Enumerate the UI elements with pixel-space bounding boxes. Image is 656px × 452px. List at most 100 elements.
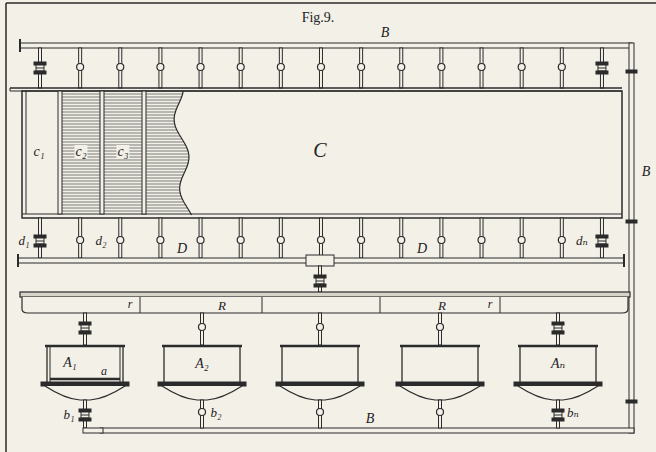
- tank-a-funnel: [45, 386, 125, 400]
- valve-mark: [554, 415, 562, 416]
- valve-mark: [598, 68, 606, 69]
- liquid-hatching: [146, 106, 178, 107]
- liquid-hatching: [146, 97, 182, 98]
- part-letter: C: [312, 140, 327, 160]
- liquid-hatching: [62, 130, 100, 131]
- valve-body: [598, 65, 606, 71]
- liquid-hatching: [146, 115, 175, 116]
- liquid-hatching: [146, 208, 187, 209]
- tank-a-rim: [400, 345, 480, 348]
- liquid-hatching: [146, 178, 182, 179]
- liquid-hatching: [146, 196, 181, 197]
- liquid-hatching: [146, 181, 181, 182]
- liquid-hatching: [146, 172, 185, 173]
- tap-circle: [77, 64, 84, 71]
- liquid-hatching: [104, 172, 142, 173]
- liquid-hatching: [104, 124, 142, 125]
- tap-circle: [317, 409, 324, 416]
- figure-title: Fig.9.: [301, 11, 336, 25]
- trough-rim: [20, 292, 630, 297]
- liquid-hatching: [104, 196, 142, 197]
- tank-a-rim: [45, 345, 125, 348]
- valve-body: [598, 238, 606, 244]
- part-letter: D: [416, 242, 428, 256]
- liquid-hatching: [62, 121, 100, 122]
- part-letter: D: [176, 242, 188, 256]
- valve-mark: [554, 328, 562, 329]
- pipe-cap: [623, 254, 625, 267]
- trough-division: [380, 297, 381, 313]
- pipe-cap: [17, 254, 19, 267]
- valve-mark: [316, 281, 324, 282]
- liquid-hatching: [146, 199, 182, 200]
- tank-a-funnel: [280, 386, 360, 400]
- liquid-hatching: [146, 136, 180, 137]
- valve-body: [81, 325, 89, 331]
- liquid-hatching: [104, 193, 142, 194]
- part-letter: b₂: [209, 406, 222, 419]
- part-letter: B: [380, 26, 391, 40]
- tap-circle: [277, 64, 284, 71]
- liquid-hatching: [146, 133, 178, 134]
- valve-flange: [552, 331, 564, 334]
- tap-circle: [199, 409, 206, 416]
- liquid-hatching: [62, 103, 100, 104]
- part-letter: b₁: [62, 408, 75, 421]
- liquid-hatching: [62, 118, 100, 119]
- liquid-hatching: [104, 169, 142, 170]
- tap-circle: [437, 324, 444, 331]
- liquid-hatching: [104, 181, 142, 182]
- tank-a-funnel: [518, 386, 598, 400]
- liquid-hatching: [62, 142, 100, 143]
- tap-circle: [237, 237, 244, 244]
- tank-a-rim: [280, 345, 360, 348]
- tap-circle: [277, 237, 284, 244]
- liquid-hatching: [104, 127, 142, 128]
- liquid-hatching: [62, 94, 100, 95]
- liquid-hatching: [62, 196, 100, 197]
- pipe-fitting: [306, 255, 334, 266]
- tap-circle: [197, 237, 204, 244]
- tank-a-wall: [477, 347, 478, 382]
- tank-rim: [10, 88, 11, 91]
- tank-wall: [22, 214, 622, 215]
- valve-mark: [598, 241, 606, 242]
- liquid-hatching: [62, 193, 100, 194]
- tap-circle: [438, 64, 445, 71]
- valve-body: [316, 278, 324, 284]
- liquid-hatching: [62, 109, 100, 110]
- liquid-hatching: [62, 199, 100, 200]
- valve-mark: [81, 328, 89, 329]
- part-letter: d₁: [17, 234, 30, 247]
- part-letter: c₃: [116, 145, 129, 159]
- tank-a-rim: [162, 345, 242, 348]
- liquid-hatching: [104, 139, 142, 140]
- liquid-hatching: [62, 172, 100, 173]
- liquid-hatching: [146, 139, 182, 140]
- liquid-hatching: [104, 130, 142, 131]
- part-letter: r: [487, 298, 494, 310]
- liquid-hatching: [104, 103, 142, 104]
- liquid-hatching: [146, 187, 180, 188]
- tank-a-flange: [158, 382, 246, 386]
- liquid-hatching: [62, 112, 100, 113]
- part-letter: R: [217, 299, 227, 312]
- trough-r: [22, 297, 628, 313]
- pipe-flange: [626, 70, 637, 73]
- liquid-hatching: [104, 106, 142, 107]
- liquid-hatching: [104, 205, 142, 206]
- part-letter: Aₙ: [550, 357, 566, 371]
- tap-circle: [77, 237, 84, 244]
- liquid-hatching: [146, 109, 176, 110]
- liquid-hatching: [104, 133, 142, 134]
- valve-body: [554, 325, 562, 331]
- valve-flange: [596, 244, 608, 247]
- tap-circle: [157, 64, 164, 71]
- liquid-hatching: [104, 112, 142, 113]
- liquid-hatching: [104, 208, 142, 209]
- liquid-hatching: [146, 127, 176, 128]
- liquid-hatching: [62, 202, 100, 203]
- tank-a-funnel: [400, 386, 480, 400]
- liquid-hatching: [62, 190, 100, 191]
